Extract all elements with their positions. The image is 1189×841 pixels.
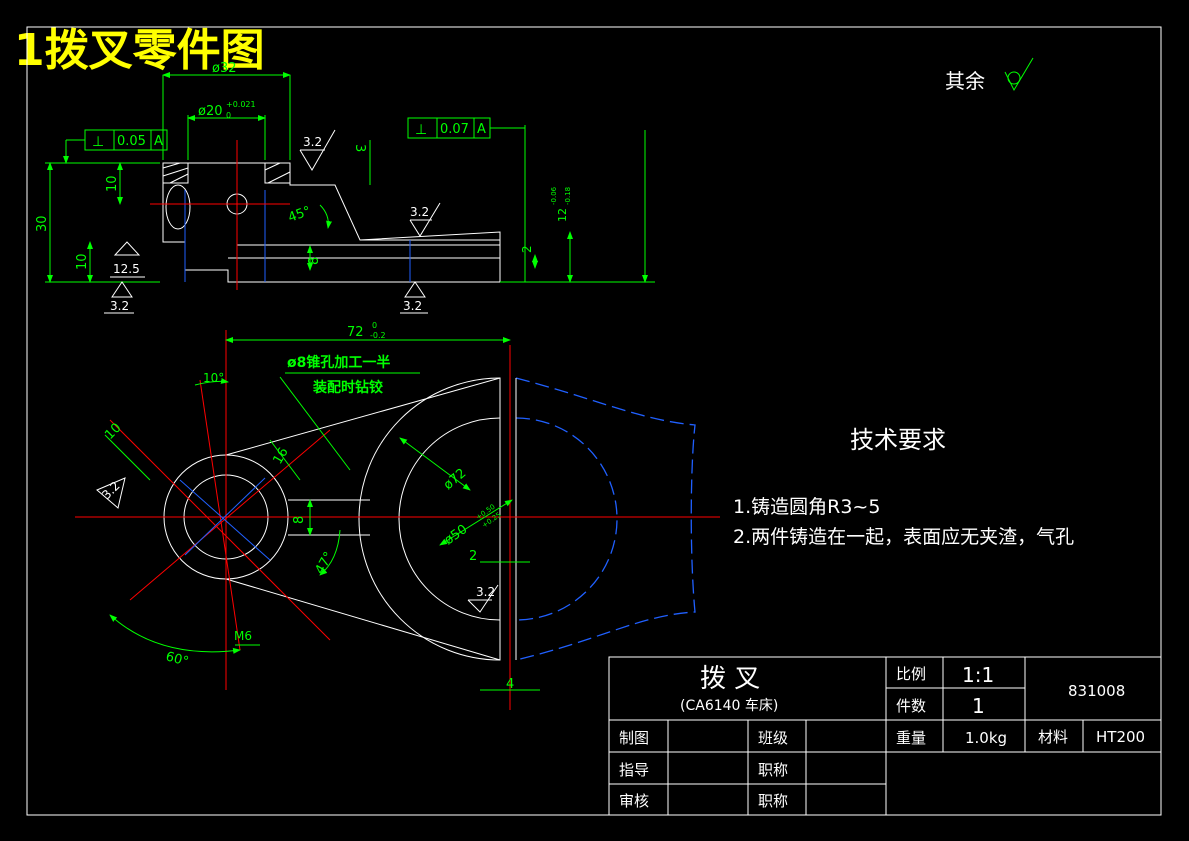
tb-qty-value: 1 bbox=[972, 694, 985, 718]
note-line2: 装配时钻铰 bbox=[312, 379, 383, 396]
dim-phi72: ø72 bbox=[441, 466, 469, 493]
dim-slot8: 8 bbox=[307, 257, 322, 265]
drawing-title: 1拨叉零件图 bbox=[14, 25, 265, 76]
tb-subtitle: (CA6140 车床) bbox=[680, 697, 778, 714]
tb-review-label: 审核 bbox=[619, 792, 649, 810]
tb-draw-label: 制图 bbox=[619, 729, 649, 747]
tech-heading: 技术要求 bbox=[850, 426, 946, 454]
tf1-datum: A bbox=[154, 134, 163, 149]
roughness-symbol-2: 3.2 bbox=[409, 202, 441, 237]
roughness-symbol-5: 3.2 bbox=[400, 281, 428, 314]
tb-weight-label: 重量 bbox=[896, 729, 926, 747]
dim-d10: 10 bbox=[102, 421, 124, 443]
roughness-symbol-1: 3.2 bbox=[299, 129, 336, 171]
dim-len72-lower: -0.2 bbox=[370, 331, 386, 340]
dim-gap2-top: 2 bbox=[520, 245, 534, 253]
drawing-frame bbox=[26, 26, 1162, 816]
tf2-symbol: ⊥ bbox=[415, 122, 427, 138]
tech-item1: 1.铸造圆角R3~5 bbox=[733, 496, 880, 518]
dim-chamfer: 45° bbox=[286, 204, 313, 226]
title-block bbox=[608, 656, 1162, 816]
svg-text:3.2: 3.2 bbox=[410, 205, 429, 219]
svg-text:3.2: 3.2 bbox=[403, 299, 422, 313]
tb-part-name: 拨 叉 bbox=[700, 664, 760, 694]
tb-class-label: 班级 bbox=[758, 729, 788, 747]
note-line1: ø8锥孔加工一半 bbox=[287, 354, 390, 371]
dim-height: 30 bbox=[35, 215, 50, 232]
tb-material-value: HT200 bbox=[1096, 728, 1145, 746]
roughness-other-label: 其余 bbox=[945, 69, 985, 93]
dim-slot12-upper: -0.06 bbox=[550, 186, 558, 205]
roughness-symbol-6: 3.2 bbox=[99, 479, 122, 502]
roughness-symbol-7: 3.2 bbox=[476, 585, 495, 599]
dim-bore: ø20 bbox=[198, 104, 223, 119]
tb-material-label: 材料 bbox=[1038, 728, 1068, 746]
tech-item2: 2.两件铸造在一起，表面应无夹渣，气孔 bbox=[733, 526, 1074, 548]
dim-d8: 8 bbox=[292, 516, 307, 524]
dim-phi50: ø50 bbox=[442, 522, 471, 548]
tb-scale-value: 1:1 bbox=[962, 663, 994, 687]
dim-h10-bottom: 10 bbox=[75, 253, 90, 270]
dim-d4: 4 bbox=[506, 677, 514, 692]
dim-a60: 60° bbox=[164, 649, 190, 669]
tf2-value: 0.07 bbox=[440, 122, 469, 137]
tb-title-label1: 职称 bbox=[758, 761, 788, 779]
tb-drawing-no: 831008 bbox=[1068, 682, 1125, 700]
front-view bbox=[45, 72, 655, 290]
tb-title-label2: 职称 bbox=[758, 792, 788, 810]
roughness-symbol-3: 12.5 bbox=[110, 241, 145, 278]
dim-a47: 47° bbox=[312, 550, 337, 577]
top-view bbox=[75, 330, 720, 710]
tolerance-frame-1: ⊥ 0.05 A bbox=[84, 129, 168, 151]
tb-qty-label: 件数 bbox=[896, 697, 926, 715]
svg-text:12.5: 12.5 bbox=[113, 262, 140, 276]
tb-scale-label: 比例 bbox=[896, 665, 926, 683]
dim-depth3: 3 bbox=[352, 144, 367, 152]
roughness-symbol-4: 3.2 bbox=[104, 281, 134, 314]
dim-d2: 2 bbox=[469, 549, 477, 564]
tb-guide-label: 指导 bbox=[619, 761, 649, 779]
tf1-symbol: ⊥ bbox=[92, 134, 104, 150]
dim-len72-upper: 0 bbox=[372, 321, 377, 330]
svg-text:3.2: 3.2 bbox=[303, 135, 322, 149]
tf1-value: 0.05 bbox=[117, 134, 146, 149]
dim-d16: 16 bbox=[270, 445, 291, 467]
dim-h10-top: 10 bbox=[105, 175, 120, 192]
dim-top-width: ø32 bbox=[212, 61, 237, 76]
dim-slot12-lower: -0.18 bbox=[564, 187, 572, 205]
dim-angle10: 10° bbox=[203, 371, 224, 385]
svg-text:3.2: 3.2 bbox=[110, 299, 129, 313]
dim-slot12: 12 bbox=[556, 208, 569, 222]
dim-bore-tol-lower: 0 bbox=[226, 111, 231, 120]
tolerance-frame-2: ⊥ 0.07 A bbox=[407, 117, 525, 139]
roughness-other-symbol bbox=[1004, 57, 1034, 92]
dim-bore-tol-upper: +0.021 bbox=[226, 100, 256, 109]
dim-len72: 72 bbox=[347, 325, 364, 340]
dim-m6: M6 bbox=[234, 629, 252, 643]
tf2-datum: A bbox=[477, 122, 486, 137]
tb-weight-value: 1.0kg bbox=[965, 729, 1007, 747]
